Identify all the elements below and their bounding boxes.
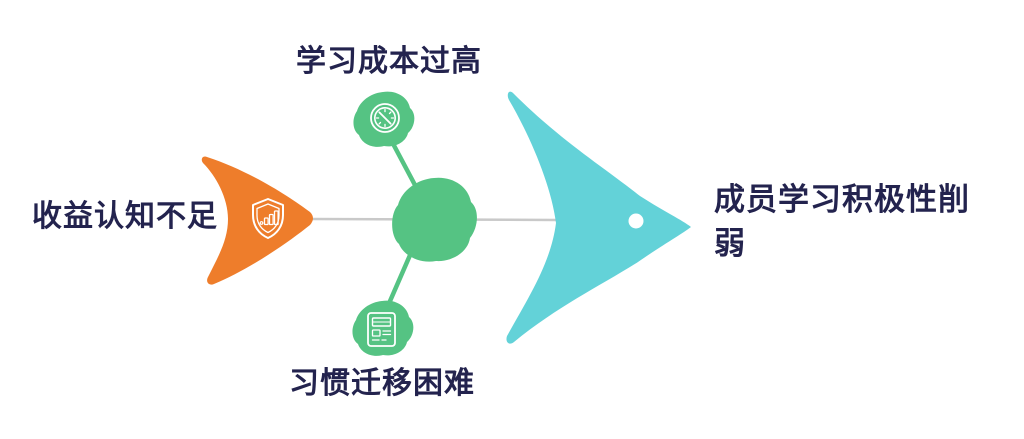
top-node	[353, 91, 415, 147]
shield-chart-icon	[252, 198, 284, 239]
center-node	[392, 177, 477, 262]
fish-eye	[628, 213, 644, 229]
head-shape	[506, 91, 691, 344]
cause-label-tail: 收益认知不足	[32, 200, 218, 233]
bottom-node	[352, 300, 414, 356]
cause-label-top: 学习成本过高	[296, 45, 482, 78]
effect-label: 成员学习积极性削弱	[714, 182, 970, 261]
cause-label-bottom: 习惯迁移困难	[289, 367, 475, 400]
branch-line-bottom	[384, 243, 417, 311]
document-icon	[367, 312, 396, 347]
timer-icon	[370, 103, 400, 133]
